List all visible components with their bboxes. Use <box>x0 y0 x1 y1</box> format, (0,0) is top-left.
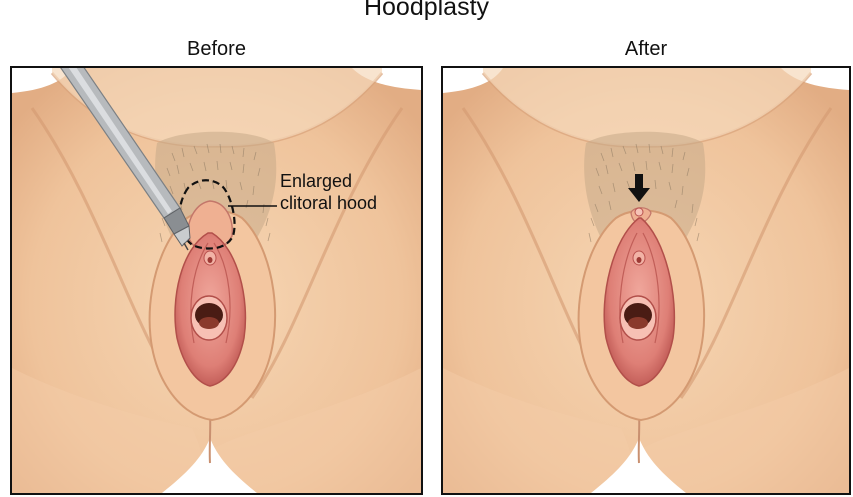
before-label: Before <box>10 38 423 61</box>
callout-line-2: clitoral hood <box>280 192 377 214</box>
before-illustration <box>12 68 421 493</box>
after-label: After <box>441 38 851 61</box>
enlarged-hood-callout: Enlarged clitoral hood <box>280 170 377 214</box>
after-illustration <box>443 68 849 493</box>
clitoris <box>635 208 643 216</box>
before-panel: Enlarged clitoral hood <box>10 66 423 495</box>
after-panel <box>441 66 851 495</box>
diagram-title: Hoodplasty <box>0 0 853 22</box>
callout-line-1: Enlarged <box>280 170 377 192</box>
